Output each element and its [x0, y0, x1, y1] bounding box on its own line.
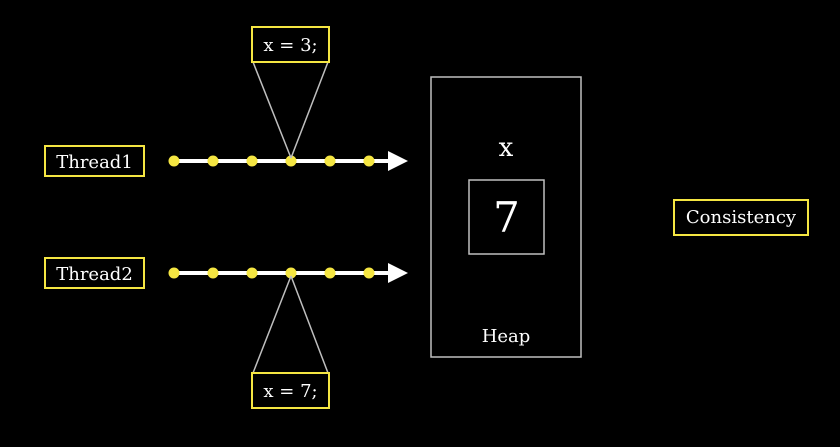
heap-value: 7: [493, 193, 520, 242]
thread-1-dot: [324, 155, 336, 167]
thread-2-label-box: [44, 257, 145, 289]
thread-1-group: Thread1 x = 3;: [44, 26, 408, 177]
thread-2-dot: [168, 267, 180, 279]
consistency-label-group: Consistency: [673, 199, 809, 236]
thread-2-group: Thread2 x = 7;: [44, 257, 408, 409]
thread-2-dot: [324, 267, 336, 279]
thread-2-timeline: [168, 263, 408, 283]
thread-2-dot: [363, 267, 375, 279]
thread-1-dot: [207, 155, 219, 167]
thread-1-dot: [168, 155, 180, 167]
heap: x 7 Heap: [430, 76, 582, 358]
thread-2-callout-line-right: [290, 275, 329, 374]
heap-value-box: [468, 179, 545, 255]
thread-2-callout-line-left: [252, 275, 292, 374]
thread-1-label: Thread1: [56, 152, 133, 173]
thread-1-label-box: [44, 145, 145, 177]
thread-1-arrow-head: [388, 151, 408, 171]
thread-1-dot: [363, 155, 375, 167]
thread-2-label: Thread2: [56, 264, 133, 285]
heap-box: [430, 76, 582, 358]
heap-label: Heap: [482, 326, 531, 347]
thread-2-callout: x = 7;: [251, 275, 330, 409]
thread-2-instruction: x = 7;: [263, 381, 317, 402]
thread-1-callout-line-left: [252, 61, 292, 159]
thread-2-instruction-box: [251, 372, 330, 409]
thread-1-timeline: [168, 151, 408, 171]
consistency-label: Consistency: [686, 207, 797, 228]
thread-2-dot: [207, 267, 219, 279]
thread-2-arrow-head: [388, 263, 408, 283]
thread-1-instruction-box: [251, 26, 330, 63]
thread-1-callout-line-right: [290, 61, 329, 159]
thread-1-instruction: x = 3;: [263, 35, 317, 56]
heap-variable-name: x: [499, 133, 514, 163]
thread-1-dot: [285, 155, 297, 167]
consistency-label-box: [673, 199, 809, 236]
thread-1-dot: [246, 155, 258, 167]
thread-2-dot: [246, 267, 258, 279]
thread-2-dot: [285, 267, 297, 279]
thread-1-callout: x = 3;: [251, 26, 330, 159]
